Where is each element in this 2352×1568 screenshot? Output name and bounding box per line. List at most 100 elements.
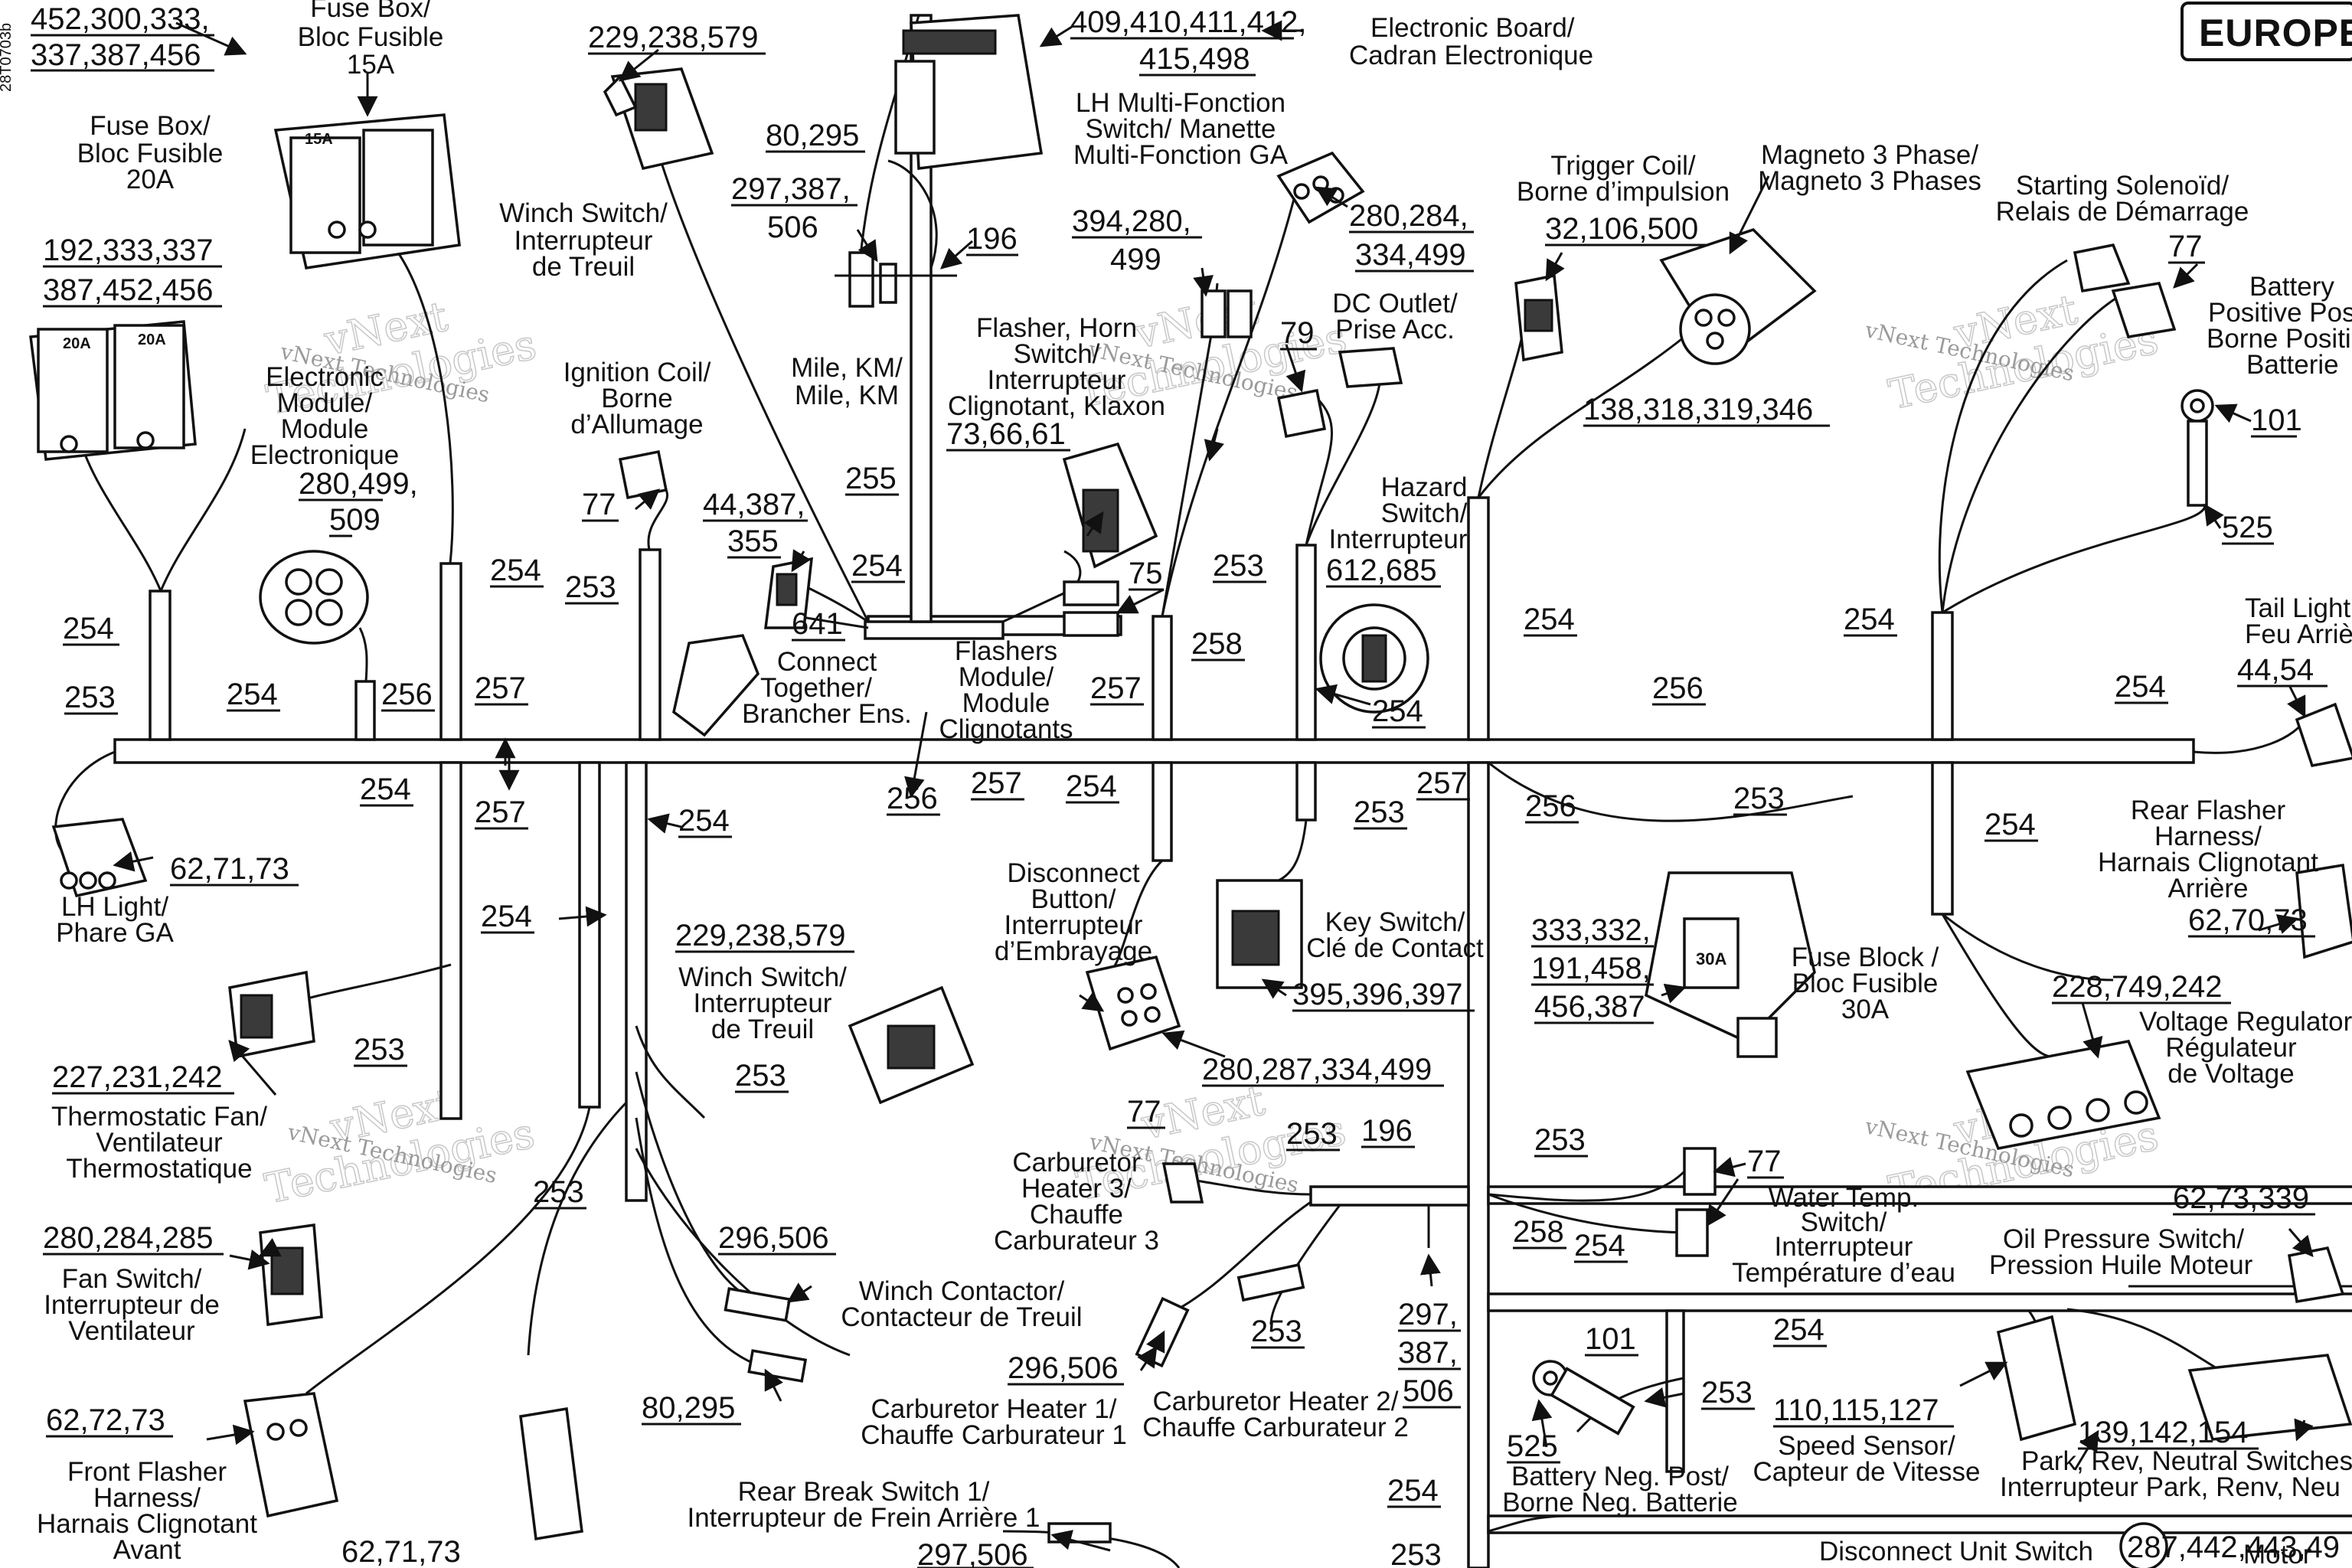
svg-text:Harness/: Harness/ bbox=[2154, 822, 2262, 851]
arrows bbox=[113, 20, 2314, 1552]
label-winch-switch-lower: Winch Switch/ bbox=[678, 962, 847, 992]
fuse-block-30a-icon: 30A bbox=[1645, 871, 1816, 1058]
svg-text:Interrupteur: Interrupteur bbox=[1775, 1232, 1913, 1262]
key-switch-icon bbox=[1216, 879, 1303, 989]
harness-254: 254 bbox=[2115, 670, 2166, 704]
ref-80-295-lower: 80,295 bbox=[642, 1391, 735, 1425]
ref-229-238-579-top: 229,238,579 bbox=[588, 21, 758, 54]
label-battery-positive: Battery bbox=[2249, 272, 2334, 302]
ref-415-498: 415,498 bbox=[1139, 42, 1250, 76]
ref-499-top: 499 bbox=[1110, 243, 1161, 276]
ref-138-318-319-346: 138,318,319,346 bbox=[1583, 393, 1813, 426]
ref-228-749-242: 228,749,242 bbox=[2052, 970, 2222, 1004]
svg-text:Electronique: Electronique bbox=[250, 440, 400, 470]
harness-253: 253 bbox=[1286, 1117, 1338, 1151]
ref-77-carb: 77 bbox=[1127, 1095, 1161, 1129]
svg-text:Bloc Fusible: Bloc Fusible bbox=[298, 22, 444, 52]
harness-253: 253 bbox=[1354, 795, 1405, 829]
ref-280-284: 280,284, bbox=[1349, 199, 1468, 233]
label-speed-sensor: Speed Sensor/ bbox=[1778, 1431, 1955, 1461]
ref-355: 355 bbox=[727, 524, 779, 558]
svg-text:Relais de Démarrage: Relais de Démarrage bbox=[1996, 197, 2249, 227]
svg-text:15A: 15A bbox=[305, 131, 333, 148]
electronic-board-connector-icon bbox=[894, 14, 1044, 170]
ref-337-387-456: 337,387,456 bbox=[31, 38, 201, 72]
label-disconnect-unit-switch: Disconnect Unit Switch bbox=[1819, 1537, 2093, 1566]
svg-text:Chauffe: Chauffe bbox=[1030, 1200, 1123, 1230]
label-disconnect-button: Disconnect bbox=[1007, 858, 1139, 888]
harness-253: 253 bbox=[1213, 549, 1264, 583]
ref-297: 297, bbox=[1398, 1298, 1458, 1331]
svg-text:Interrupteur de: Interrupteur de bbox=[44, 1290, 220, 1320]
svg-text:20A: 20A bbox=[138, 332, 166, 348]
speed-sensor-icon bbox=[1996, 1315, 2077, 1442]
svg-text:Feu Arrièr: Feu Arrièr bbox=[2245, 619, 2352, 649]
label-motor: Motor bbox=[2243, 1540, 2312, 1568]
flasher-horn-switch-icon bbox=[1200, 289, 1253, 338]
label-battery-negative: Battery Neg. Post/ bbox=[1511, 1462, 1729, 1491]
fuse-box-20a-icon: 20A 20A bbox=[29, 320, 197, 461]
ref-75: 75 bbox=[1129, 557, 1163, 590]
label-winch-contactor: Winch Contactor/ bbox=[859, 1276, 1065, 1306]
harness-257: 257 bbox=[475, 671, 526, 705]
label-park-rev-neutral: Park, Rev, Neutral Switches bbox=[2021, 1446, 2352, 1476]
harness-253: 253 bbox=[1534, 1123, 1586, 1157]
ref-77-ignition: 77 bbox=[582, 488, 616, 521]
ref-227-231-242: 227,231,242 bbox=[52, 1060, 222, 1094]
harness-254: 254 bbox=[1844, 603, 1895, 636]
label-flasher-horn-switch: Flasher, Horn bbox=[976, 313, 1137, 343]
svg-text:de Voltage: de Voltage bbox=[2167, 1059, 2294, 1089]
svg-text:Bloc Fusible: Bloc Fusible bbox=[77, 139, 224, 168]
svg-text:Module: Module bbox=[962, 688, 1050, 718]
svg-text:15A: 15A bbox=[347, 50, 395, 80]
component-labels: Fuse Box/ Bloc Fusible 15A Fuse Box/ Blo… bbox=[37, 0, 2352, 1568]
label-water-temp-switch: Water Temp. bbox=[1769, 1183, 1919, 1213]
ref-641: 641 bbox=[792, 607, 843, 641]
label-lh-light: LH Light/ bbox=[61, 892, 168, 922]
ref-32-106-500: 32,106,500 bbox=[1545, 212, 1698, 246]
ref-101-lower: 101 bbox=[1585, 1322, 1636, 1356]
battery-negative-terminal-icon bbox=[1532, 1360, 1635, 1436]
ref-80-295-top: 80,295 bbox=[766, 119, 859, 152]
svg-text:Bloc Fusible: Bloc Fusible bbox=[1792, 969, 1939, 998]
ref-525-lower: 525 bbox=[1507, 1429, 1558, 1463]
harness-253: 253 bbox=[565, 570, 616, 604]
harness-254: 254 bbox=[851, 549, 903, 583]
svg-text:Clignotant, Klaxon: Clignotant, Klaxon bbox=[948, 391, 1165, 421]
starting-solenoid-icon bbox=[2073, 243, 2177, 338]
winch-switch-lower-icon bbox=[848, 985, 975, 1105]
svg-text:Interrupteur: Interrupteur bbox=[694, 988, 832, 1018]
ref-196-lower: 196 bbox=[1361, 1114, 1413, 1148]
ref-506-top: 506 bbox=[767, 211, 818, 244]
motor-connector-icon bbox=[2119, 1522, 2168, 1568]
svg-text:Phare GA: Phare GA bbox=[56, 918, 174, 948]
svg-text:Borne Neg. Batterie: Borne Neg. Batterie bbox=[1502, 1488, 1737, 1517]
svg-text:Harnais Clignotant: Harnais Clignotant bbox=[37, 1509, 257, 1539]
svg-text:Interrupteur: Interrupteur bbox=[514, 226, 653, 256]
label-electronic-module: Electronic bbox=[266, 362, 384, 392]
ignition-coil-connector-icon bbox=[618, 449, 668, 500]
svg-text:Thermostatique: Thermostatique bbox=[66, 1154, 252, 1184]
svg-text:Température d’eau: Température d’eau bbox=[1732, 1258, 1955, 1288]
svg-text:Cadran Electronique: Cadran Electronique bbox=[1349, 41, 1593, 70]
harness-253: 253 bbox=[533, 1175, 584, 1209]
label-rear-brake-switch: Rear Break Switch 1/ bbox=[738, 1477, 990, 1507]
svg-text:20A: 20A bbox=[126, 165, 175, 194]
label-carb-heater-1: Carburetor Heater 1/ bbox=[871, 1394, 1117, 1424]
label-tail-light: Tail Light bbox=[2245, 593, 2350, 623]
ref-297-506-lower: 297,506 bbox=[917, 1538, 1028, 1568]
harness-253: 253 bbox=[1733, 782, 1785, 815]
ref-62-71-73-lh: 62,71,73 bbox=[170, 852, 289, 886]
mile-km-connector-icon bbox=[835, 251, 957, 308]
label-key-switch: Key Switch/ bbox=[1325, 907, 1465, 937]
svg-text:Button/: Button/ bbox=[1031, 884, 1116, 914]
ref-62-72-73: 62,72,73 bbox=[46, 1403, 165, 1437]
region-label: EUROPE bbox=[2199, 11, 2352, 54]
svg-text:Multi-Fonction GA: Multi-Fonction GA bbox=[1073, 140, 1289, 170]
ref-110-115-127: 110,115,127 bbox=[1773, 1393, 1939, 1427]
svg-text:Capteur de Vitesse: Capteur de Vitesse bbox=[1753, 1457, 1980, 1487]
harness-258: 258 bbox=[1191, 627, 1243, 661]
harness-254: 254 bbox=[63, 612, 114, 645]
harness-254: 254 bbox=[1773, 1313, 1824, 1347]
trigger-coil-connector-icon bbox=[1514, 273, 1563, 362]
